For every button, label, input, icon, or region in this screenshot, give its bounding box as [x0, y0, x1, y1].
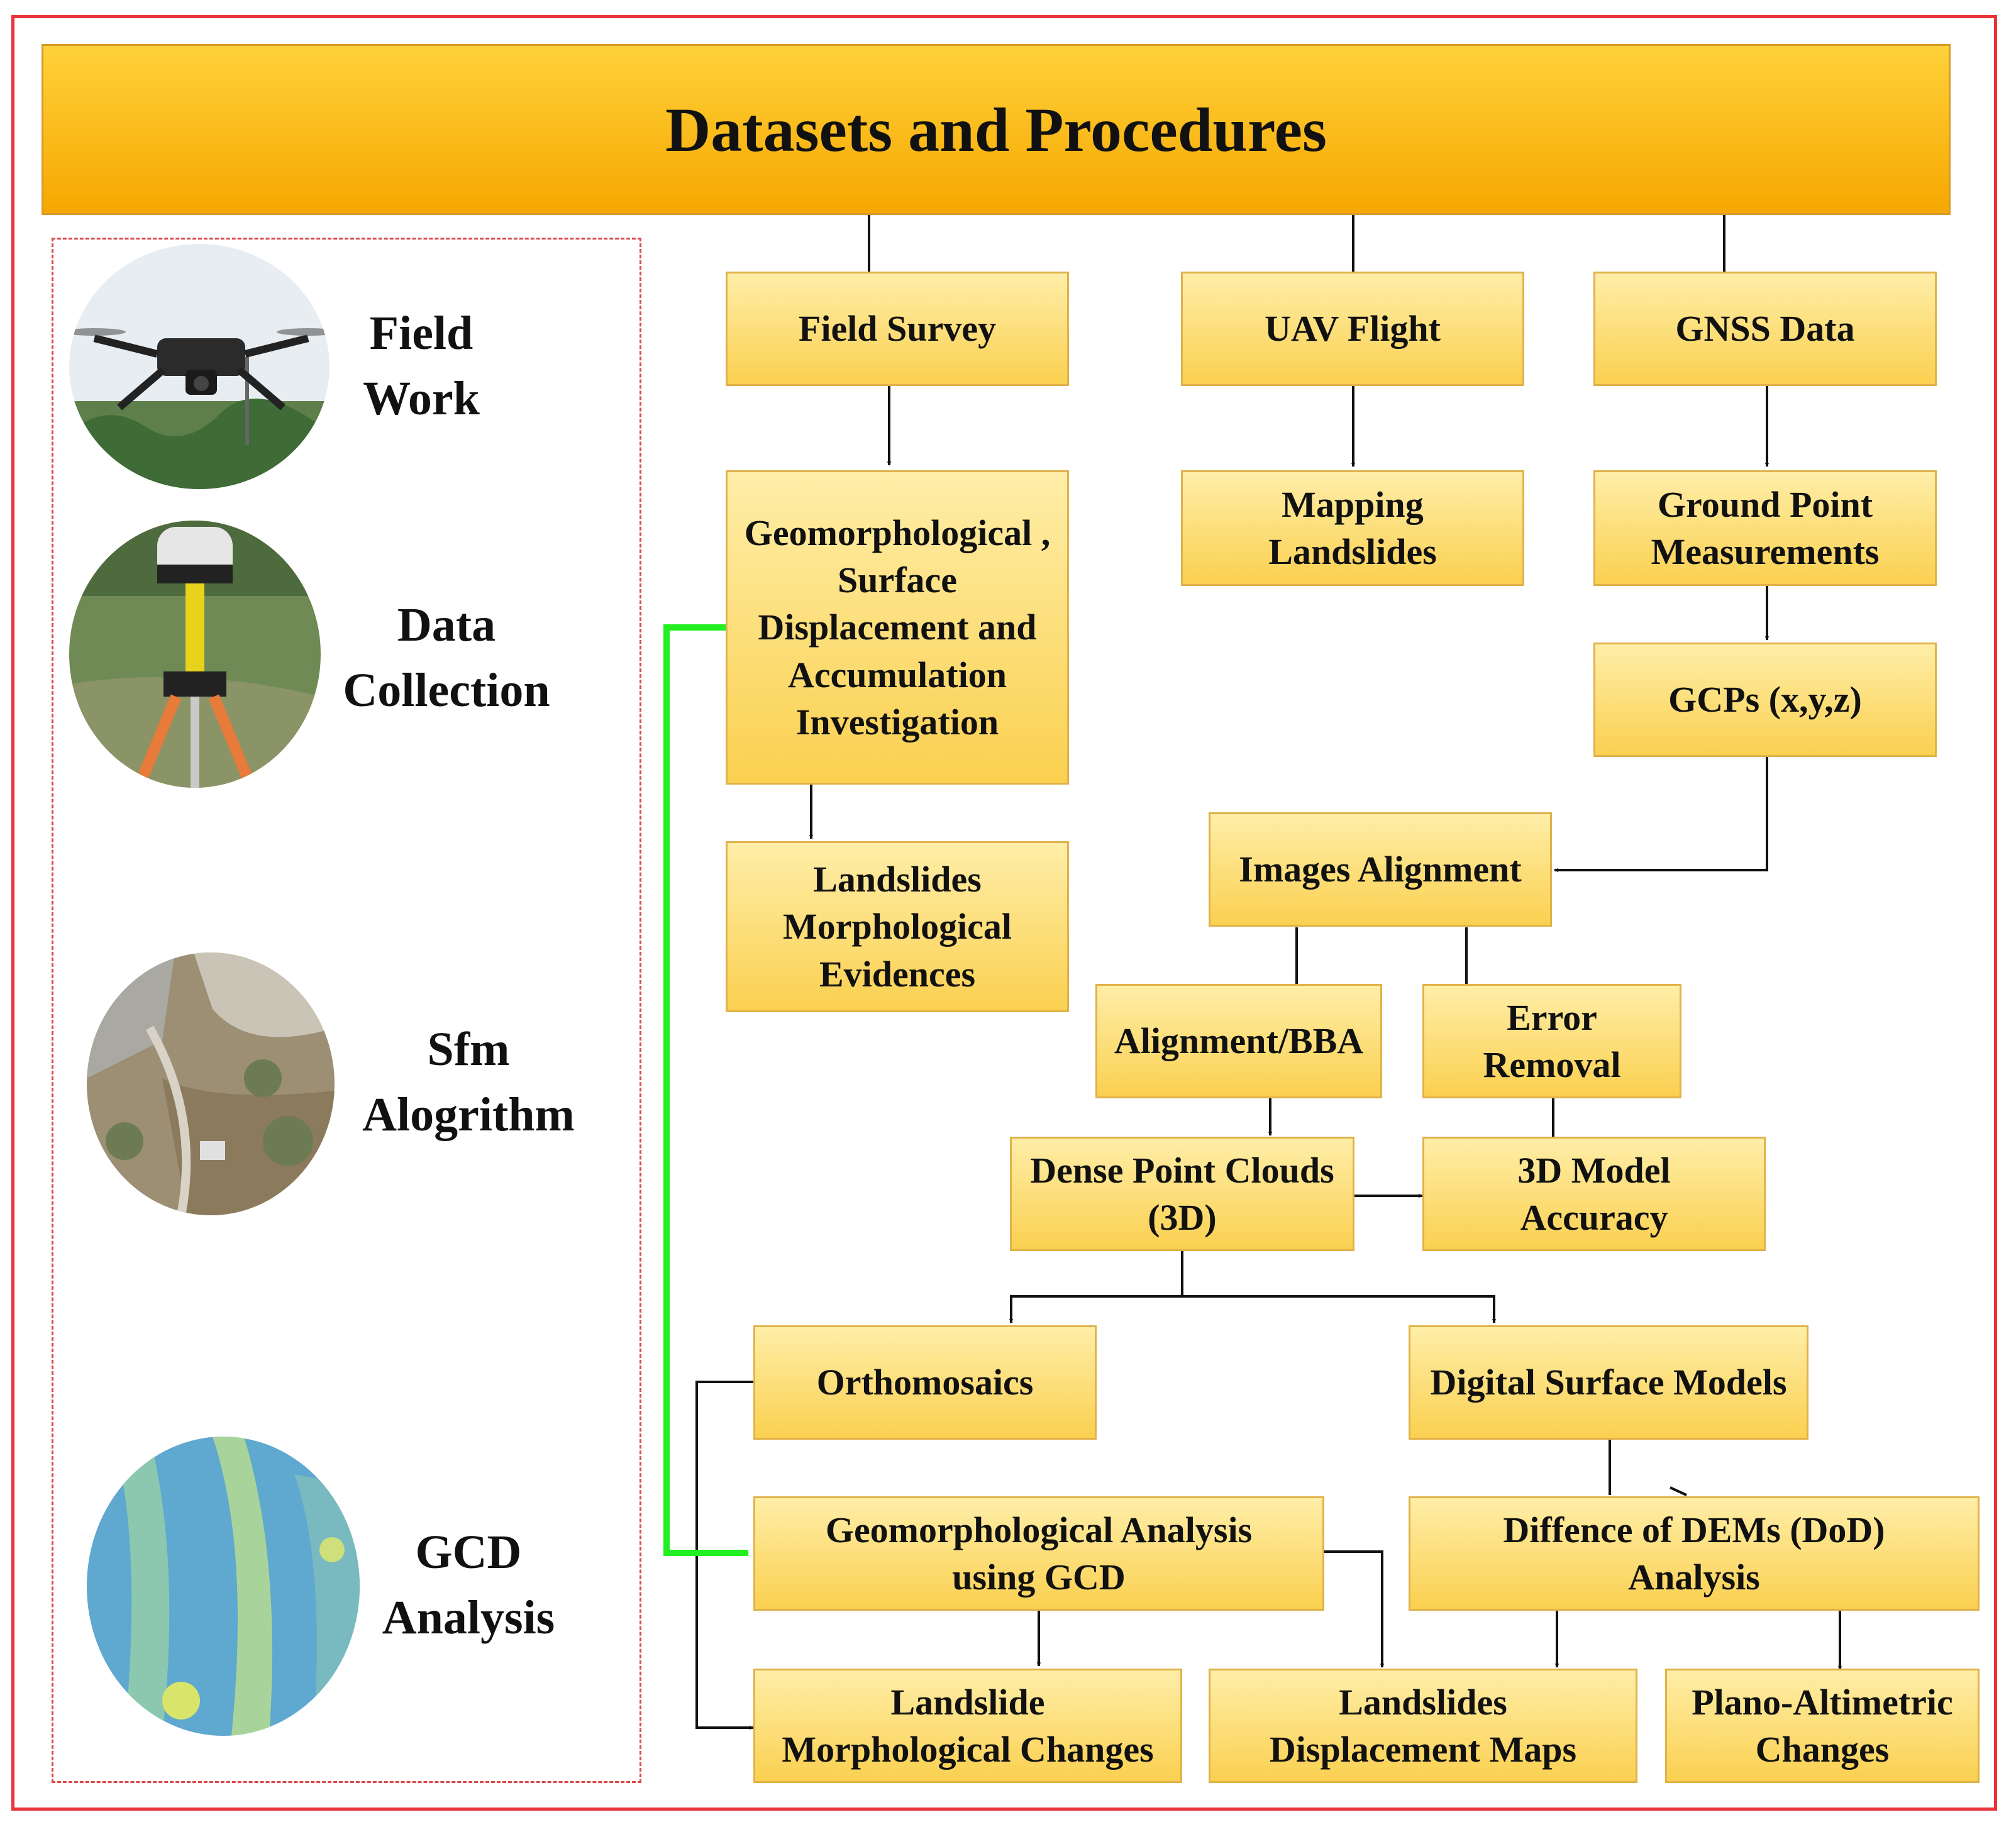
- box-morphological-evidences: Landslides Morphological Evidences: [726, 841, 1069, 1012]
- box-plano-altimetric-changes: Plano-Altimetric Changes: [1665, 1669, 1980, 1783]
- box-dod-analysis: Diffence of DEMs (DoD) Analysis: [1409, 1496, 1980, 1611]
- box-field-survey: Field Survey: [726, 272, 1069, 386]
- stage-label-sfm: Sfm Alogrithm: [362, 1023, 575, 1142]
- diagram-title: Datasets and Procedures: [665, 94, 1327, 165]
- box-gcps: GCPs (x,y,z): [1593, 643, 1937, 757]
- box-uav-flight: UAV Flight: [1181, 272, 1524, 386]
- box-alignment-bba: Alignment/BBA: [1095, 984, 1382, 1098]
- aerial-orthophoto: [87, 952, 335, 1215]
- box-error-removal: Error Removal: [1422, 984, 1681, 1098]
- box-gnss-data: GNSS Data: [1593, 272, 1937, 386]
- box-dense-point-clouds: Dense Point Clouds (3D): [1010, 1137, 1354, 1251]
- box-digital-surface-models: Digital Surface Models: [1409, 1325, 1808, 1440]
- box-images-alignment: Images Alignment: [1209, 812, 1552, 927]
- stage-label-field-work: Field Work: [363, 307, 480, 426]
- box-mapping-landslides: Mapping Landslides: [1181, 470, 1524, 586]
- box-geomorphological-investigation: Geomorphological , Surface Displacement …: [726, 470, 1069, 785]
- box-gcd-analysis: Geomorphological Analysis using GCD: [753, 1496, 1324, 1611]
- stage-label-gcd: GCD Analysis: [382, 1526, 555, 1645]
- outer-frame: [11, 15, 1997, 1811]
- stages-panel: [52, 238, 641, 1783]
- title-banner: Datasets and Procedures: [42, 44, 1951, 215]
- stage-label-data-collection: Data Collection: [343, 599, 550, 717]
- box-displacement-maps: Landslides Displacement Maps: [1209, 1669, 1637, 1783]
- box-morphological-changes: Landslide Morphological Changes: [753, 1669, 1182, 1783]
- box-orthomosaics: Orthomosaics: [753, 1325, 1097, 1440]
- box-ground-point-measurements: Ground Point Measurements: [1593, 470, 1937, 586]
- box-3d-model-accuracy: 3D Model Accuracy: [1422, 1137, 1766, 1251]
